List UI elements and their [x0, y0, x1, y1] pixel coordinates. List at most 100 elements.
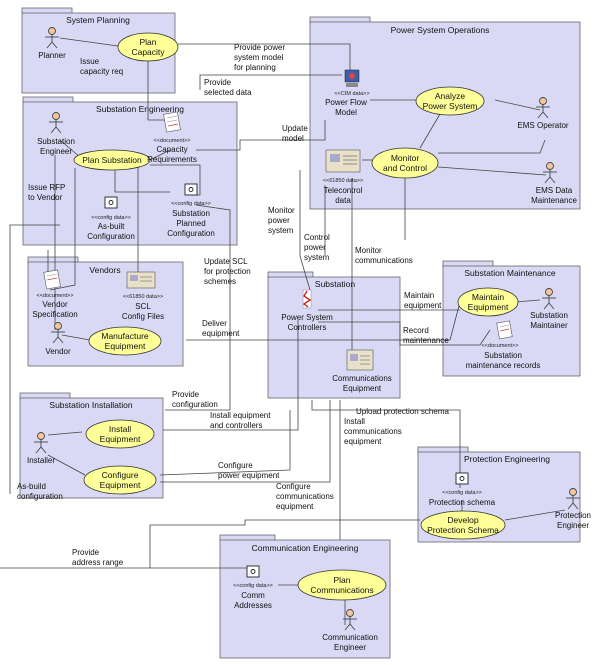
package-title-substation: Substation: [315, 279, 355, 289]
svg-text:<<CIM data>>: <<CIM data>>: [334, 91, 369, 97]
package-title-pso: Power System Operations: [391, 25, 490, 35]
svg-text:<<document>>: <<document>>: [481, 343, 518, 349]
comm-equipment-icon: [346, 349, 374, 371]
actor-substation-maintainer: [542, 288, 556, 310]
package-title-substation-maintenance: Substation Maintenance: [464, 268, 555, 278]
package-title-substation-installation: Substation Installation: [49, 400, 132, 410]
svg-text:<<config data>>: <<config data>>: [91, 215, 131, 221]
rtu-device-icon: [325, 149, 361, 173]
artifact-protection-schema: <<config data>> Protection schema: [429, 472, 496, 507]
package-substation-engineering: Substation Engineering: [22, 96, 238, 246]
actor-label-vendor: Vendor: [45, 347, 71, 356]
config-data-icon: [455, 472, 469, 485]
actor-communication-engineer: [343, 609, 357, 631]
package-power-system-operations: Power System Operations: [309, 16, 581, 210]
config-data-icon: [184, 183, 198, 196]
cim-data-icon: [344, 69, 360, 87]
svg-text:<<config data>>: <<config data>>: [171, 201, 211, 207]
package-substation-maintenance: Substation Maintenance: [442, 260, 581, 377]
actor-ems-data-maintenance: [543, 162, 557, 184]
actor-label-planner: Planner: [38, 51, 66, 60]
flow-label-upload-protection-schema: Upload protection schema: [356, 407, 449, 416]
config-data-icon: [246, 565, 260, 578]
package-substation-installation: Substation Installation: [19, 392, 164, 499]
package-communication-engineering: Communication Engineering: [219, 534, 391, 659]
document-icon: [43, 269, 61, 290]
actor-planner: [45, 27, 59, 49]
svg-text:<<document>>: <<document>>: [36, 293, 73, 299]
package-title-vendors: Vendors: [89, 265, 120, 275]
svg-text:<<config data>>: <<config data>>: [233, 583, 273, 589]
config-data-icon: [104, 196, 118, 209]
actor-protection-engineer: [566, 488, 580, 510]
controller-icon: [302, 289, 312, 309]
svg-text:<<document>>: <<document>>: [153, 138, 190, 144]
svg-text:<<61850 data>>: <<61850 data>>: [323, 178, 363, 184]
svg-text:Protection schema: Protection schema: [429, 498, 496, 507]
actor-label-ems-operator: EMS Operator: [517, 121, 568, 130]
actor-substation-engineer: [49, 112, 63, 134]
svg-text:<<config data>>: <<config data>>: [442, 490, 482, 496]
svg-text:Plan Substation: Plan Substation: [82, 155, 142, 165]
actor-vendor: [51, 322, 65, 344]
package-title-system-planning: System Planning: [66, 15, 130, 25]
